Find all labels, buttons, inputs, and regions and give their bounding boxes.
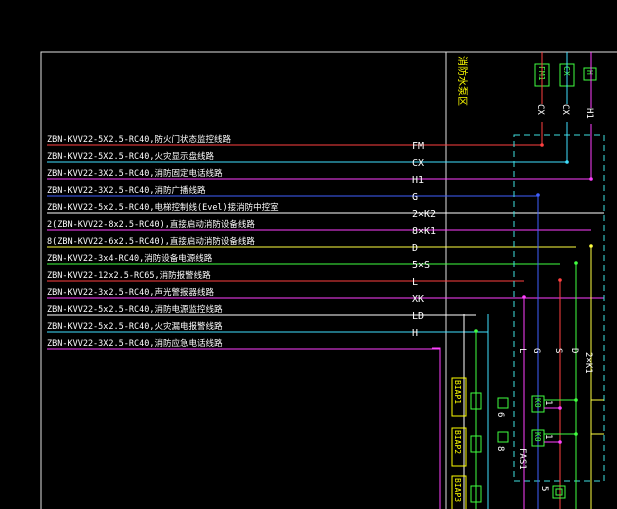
- node-2: [589, 177, 593, 181]
- misc-5: 5: [539, 486, 549, 491]
- circuit-label: 8(ZBN-KVV22-6x2.5-RC40),直接启动消防设备线路: [47, 236, 255, 247]
- module-node-4: [558, 440, 562, 444]
- circuit-label: 2(ZBN-KVV22-8x2.5-RC40),直接启动消防设备线路: [47, 219, 255, 230]
- bus-label-2k1: 2×K1: [583, 352, 593, 374]
- top-code-2: H1: [584, 108, 594, 119]
- circuit-label: ZBN-KVV22-3X2.5-RC40,消防固定电话线路: [47, 168, 223, 179]
- circuit-label: ZBN-KVV22-5x2.5-RC40,电梯控制线(Evel)接消防中控室: [47, 202, 279, 213]
- circuit-code: CX: [412, 158, 424, 169]
- top-box-label-2: H: [585, 70, 594, 75]
- dashed-enclosure: [513, 134, 605, 482]
- device-square-6: [497, 397, 509, 409]
- bus-modules: K0 1 K0 1 FAS1 6 8 5: [495, 395, 604, 499]
- circuit-label: ZBN-KVV22-5x2.5-RC40,消防电源监控线路: [47, 304, 223, 315]
- circuit-code: H1: [412, 175, 424, 186]
- ld-box-1: [470, 392, 482, 410]
- node-1: [565, 160, 569, 164]
- device-square-5: [552, 485, 566, 499]
- module-node-3: [574, 432, 578, 436]
- circuit-label: ZBN-KVV22-5X2.5-RC40,火灾显示盘线路: [47, 151, 214, 162]
- bus-label-s: S: [553, 348, 563, 353]
- node-3: [536, 193, 540, 197]
- circuit-label: ZBN-KVV22-5x2.5-RC40,火灾漏电报警线路: [47, 321, 223, 332]
- biap-panel-2: [451, 427, 467, 467]
- node-6: [558, 278, 562, 282]
- vertical-buses: L G S D 2×K1: [432, 143, 593, 509]
- circuit-label: ZBN-KVV22-3x2.5-RC40,声光警报器线路: [47, 287, 214, 298]
- circuit-list: ZBN-KVV22-5X2.5-RC40,防火门状态监控线路 FM ZBN-KVV2…: [47, 134, 604, 350]
- biap-panel-label-1: BIAP1: [453, 380, 462, 404]
- bus-label-d: D: [569, 348, 579, 353]
- top-devices: FM1 CX H CX CX H1: [534, 52, 597, 179]
- bus-h-drop: [432, 347, 441, 509]
- module-node-1: [574, 398, 578, 402]
- device-square-8: [497, 431, 509, 443]
- node-7: [522, 295, 526, 299]
- bus-label-l: L: [517, 348, 527, 353]
- circuit-code: H: [412, 328, 418, 339]
- circuit-code: 2×K2: [412, 209, 436, 220]
- circuit-label: ZBN-KVV22-3X2.5-RC40,消防广播线路: [47, 185, 206, 196]
- biap-panel-1: [451, 377, 467, 417]
- circuit-code: D: [412, 243, 418, 254]
- module-2-num: 1: [543, 434, 553, 439]
- top-box-h: [583, 67, 597, 81]
- circuit-code: L: [412, 277, 418, 288]
- bus-label-g: G: [531, 348, 541, 353]
- node-5: [574, 261, 578, 265]
- circuit-code: 8×K1: [412, 226, 436, 237]
- circuit-label: ZBN-KVV22-5X2.5-RC40,防火门状态监控线路: [47, 134, 231, 145]
- module-1: [531, 395, 545, 413]
- circuit-code: 5×S: [412, 260, 430, 271]
- biap-panel-3: [451, 475, 467, 509]
- top-code-0: CX: [535, 104, 545, 115]
- misc-8: 8: [495, 446, 505, 451]
- misc-6: 6: [495, 412, 505, 417]
- device-square-5b: [555, 488, 563, 496]
- circuit-code: FM: [412, 141, 424, 152]
- node-4: [589, 244, 593, 248]
- drawing-frame: [40, 51, 617, 509]
- module-1-label: K0: [533, 398, 542, 408]
- circuit-code: XK: [412, 294, 424, 305]
- biap-panel-label-2: BIAP2: [453, 430, 462, 454]
- ld-box-2: [470, 435, 482, 453]
- region-label: 消防水泵区: [456, 56, 469, 106]
- top-code-1: CX: [560, 104, 570, 115]
- node-8: [474, 329, 478, 333]
- circuit-code: G: [412, 192, 418, 203]
- circuit-label: ZBN-KVV22-3x4-RC40,消防设备电源线路: [47, 253, 213, 264]
- panel-label: FAS1: [517, 448, 527, 470]
- ld-box-3: [470, 485, 482, 503]
- circuit-code: LD: [412, 311, 424, 322]
- module-1-num: 1: [543, 400, 553, 405]
- circuit-label: ZBN-KVV22-3X2.5-RC40,消防应急电话线路: [47, 338, 223, 349]
- module-node-2: [558, 406, 562, 410]
- biap-panels: BIAP1 BIAP2 BIAP3: [451, 377, 482, 509]
- module-2: [531, 429, 545, 447]
- node-0: [540, 143, 544, 147]
- module-2-label: K0: [533, 432, 542, 442]
- circuit-label: ZBN-KVV22-12x2.5-RC65,消防报警线路: [47, 270, 211, 281]
- biap-panel-label-3: BIAP3: [453, 478, 462, 502]
